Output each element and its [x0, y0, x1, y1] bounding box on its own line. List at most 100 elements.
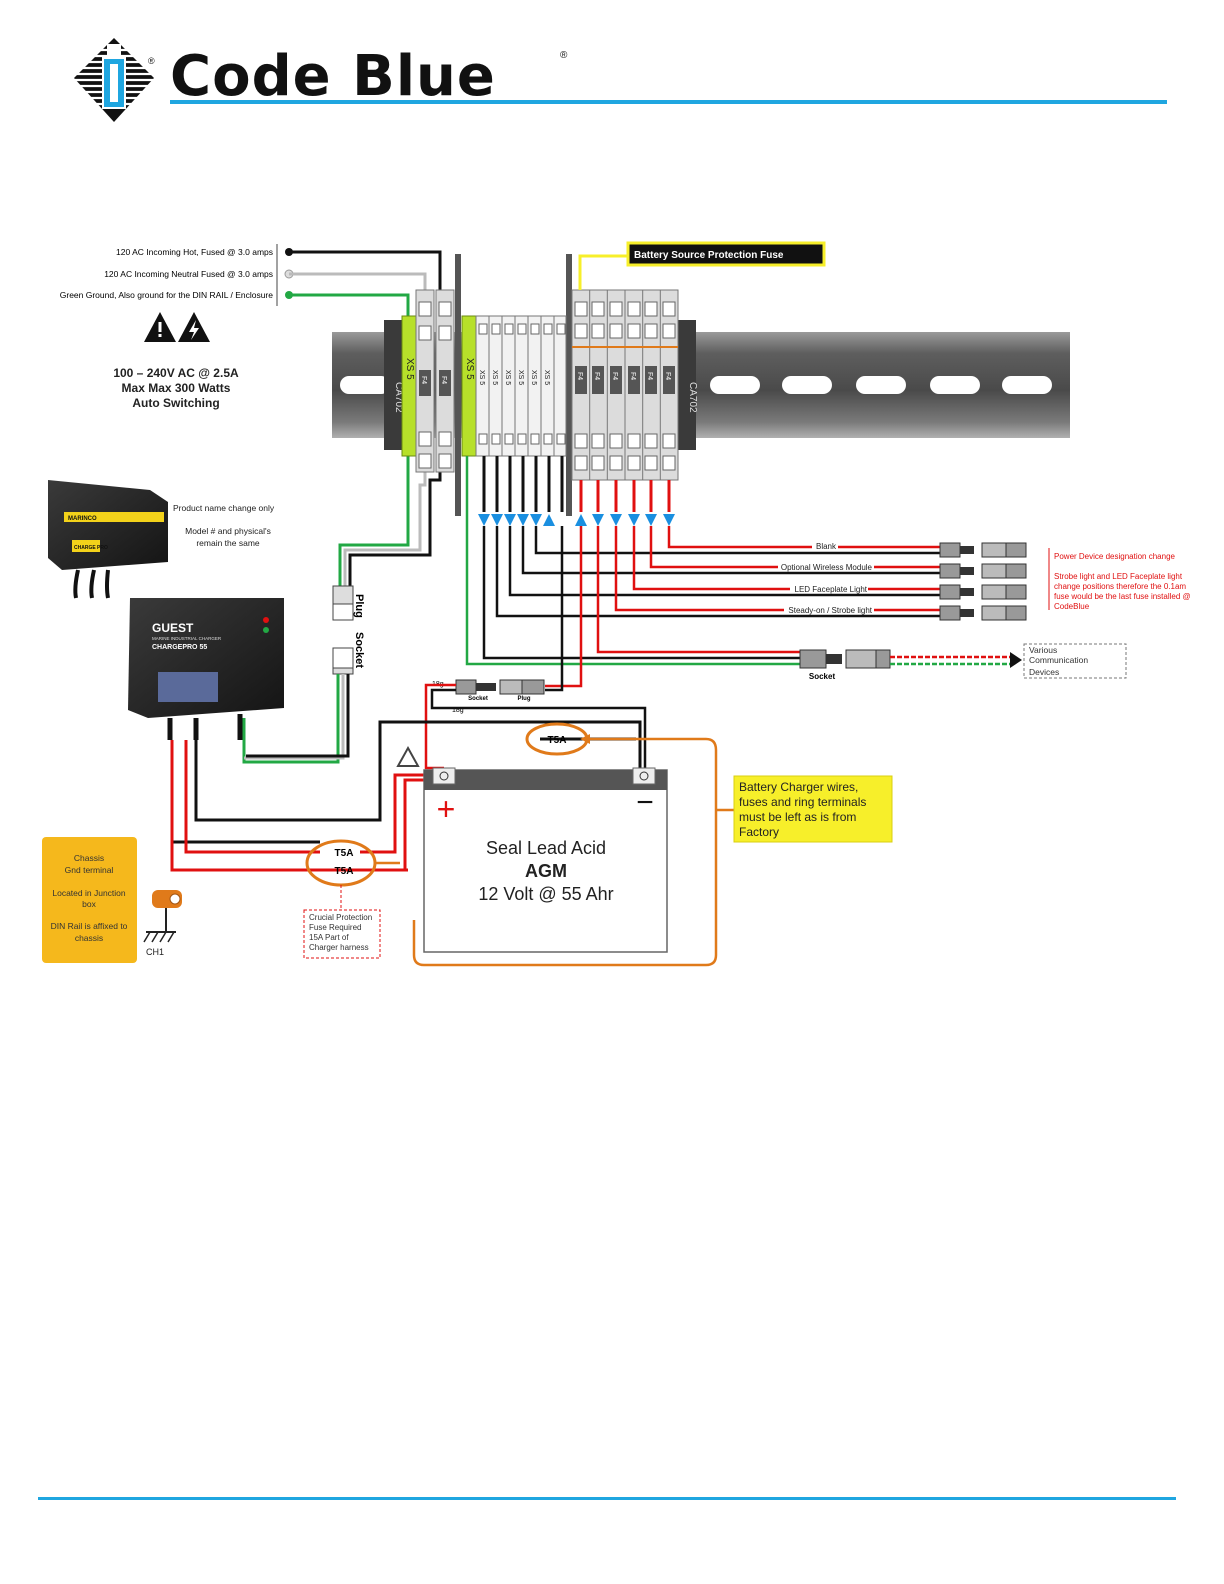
svg-text:Strobe light and LED Faceplate: Strobe light and LED Faceplate light [1054, 572, 1183, 581]
logo-area: ® Code Blue ® [70, 34, 1170, 130]
fuse-bottom-1: T5A [335, 848, 354, 859]
ac-fuse-terminals: F4 F4 [415, 289, 455, 473]
positive-fuse-terminals: F4 F4 F4 F4 F4 F4 [571, 289, 679, 481]
ground-terminal-2: XS 5 [461, 315, 477, 457]
svg-text:F4: F4 [664, 372, 671, 380]
svg-text:XS 5: XS 5 [491, 370, 498, 385]
battery-line-1: Seal Lead Acid [486, 838, 606, 858]
guest-charger-image: GUEST MARINE INDUSTRIAL CHARGER CHARGEPR… [128, 598, 284, 740]
svg-text:Battery Charger wires,: Battery Charger wires, [739, 780, 858, 794]
separator-plate-1 [455, 254, 461, 516]
comm-devices-box: Various Communication Devices [1023, 643, 1127, 679]
negative-terminal-block: XS 5 XS 5 XS 5 XS 5 XS 5 XS 5 [475, 315, 567, 457]
output-label-blank: Blank [816, 542, 837, 551]
end-clamp-left: CA702 [384, 320, 404, 450]
svg-text:CA702: CA702 [687, 382, 698, 413]
charger-battery-wires [170, 720, 642, 872]
svg-text:must be left as is from: must be left as is from [739, 810, 856, 824]
svg-text:CA702: CA702 [393, 382, 404, 413]
ac-input-labels: 120 AC Incoming Hot, Fused @ 3.0 amps 12… [60, 244, 294, 306]
svg-text:Socket: Socket [468, 696, 488, 702]
svg-text:DIN Rail is affixed to: DIN Rail is affixed to [51, 921, 128, 931]
battery: + − Seal Lead Acid AGM 12 Volt @ 55 Ahr [423, 767, 668, 953]
svg-text:fuse would be the last fuse in: fuse would be the last fuse installed @ [1054, 592, 1191, 601]
battery-negative: − [636, 786, 654, 819]
svg-text:remain the same: remain the same [196, 538, 260, 548]
power-spec-line-2: Max Max 300 Watts [122, 381, 231, 395]
svg-text:MARINE INDUSTRIAL CHARGER: MARINE INDUSTRIAL CHARGER [152, 636, 222, 641]
svg-text:chassis: chassis [75, 933, 103, 943]
output-label-wireless: Optional Wireless Module [781, 563, 873, 572]
chassis-ground-icon: CH1 [143, 890, 182, 957]
svg-text:Chassis: Chassis [74, 853, 104, 863]
warning-icon [144, 312, 176, 342]
wiring-diagram: 120 AC Incoming Hot, Fused @ 3.0 amps 12… [42, 241, 1191, 967]
separator-plate-2 [566, 254, 572, 516]
svg-text:Charger harness: Charger harness [309, 943, 369, 952]
svg-text:CHARGEPRO 55: CHARGEPRO 55 [152, 644, 207, 651]
end-clamp-right: CA702 [678, 320, 698, 450]
svg-text:Power Device designation chang: Power Device designation change [1054, 552, 1176, 561]
svg-text:XS 5: XS 5 [504, 370, 511, 385]
svg-text:Crucial Protection: Crucial Protection [309, 913, 372, 922]
comm-connector: Socket [799, 649, 1022, 681]
ac-ground-label: Green Ground, Also ground for the DIN RA… [60, 290, 274, 300]
svg-text:box: box [82, 899, 96, 909]
fuse-bottom-2: T5A [335, 866, 354, 877]
charger-wires-note: Battery Charger wires, fuses and ring te… [733, 775, 893, 843]
svg-text:F4: F4 [576, 372, 583, 380]
svg-text:Plug: Plug [518, 696, 531, 702]
svg-text:Model # and physical's: Model # and physical's [185, 526, 271, 536]
logo-registered-mark: ® [148, 56, 155, 66]
svg-text:Communication: Communication [1029, 655, 1088, 665]
svg-text:Fuse Required: Fuse Required [309, 923, 361, 932]
svg-text:F4: F4 [629, 372, 636, 380]
ac-plug-socket: Plug Socket [332, 585, 365, 675]
svg-text:15A Part of: 15A Part of [309, 933, 349, 942]
electric-hazard-icon [178, 312, 210, 342]
svg-text:Gnd terminal: Gnd terminal [65, 865, 114, 875]
device-note: Power Device designation change Strobe l… [1048, 548, 1191, 611]
brand-registered-mark: ® [560, 50, 568, 61]
ac-neutral-label: 120 AC Incoming Neutral Fused @ 3.0 amps [104, 269, 273, 279]
power-spec-line-1: 100 – 240V AC @ 2.5A [113, 366, 239, 380]
svg-text:XS 5: XS 5 [404, 358, 415, 380]
plug-label: Plug [353, 594, 365, 618]
svg-text:MARINCO: MARINCO [68, 516, 97, 522]
charger-ac-wires [242, 674, 350, 764]
battery-line-3: 12 Volt @ 55 Ahr [478, 884, 613, 904]
svg-text:F4: F4 [611, 372, 618, 380]
wire-connectors [478, 514, 675, 526]
output-labels: Blank Optional Wireless Module LED Facep… [778, 541, 874, 615]
svg-text:Battery Source Protection Fuse: Battery Source Protection Fuse [634, 250, 784, 261]
brand-name: Code Blue [170, 44, 496, 109]
svg-text:XS 5: XS 5 [464, 358, 475, 380]
code-blue-logo-icon [74, 38, 154, 122]
svg-text:Various: Various [1029, 645, 1057, 655]
output-connectors [939, 542, 1027, 621]
marinco-charger-image: MARINCO CHARGE PRO [48, 480, 168, 599]
output-label-faceplate: LED Faceplate Light [795, 585, 868, 594]
crucial-fuse-note: Crucial Protection Fuse Required 15A Par… [303, 885, 381, 959]
charger-notes: Product name change only Model # and phy… [173, 503, 275, 548]
svg-text:F4: F4 [593, 372, 600, 380]
svg-text:T5A: T5A [335, 848, 354, 859]
svg-text:F4: F4 [420, 376, 427, 384]
factory-callout-lines [375, 737, 734, 967]
battery-line-2: AGM [525, 861, 567, 881]
svg-text:T5A: T5A [335, 866, 354, 877]
power-spec: 100 – 240V AC @ 2.5A Max Max 300 Watts A… [113, 366, 239, 410]
ac-wires [289, 250, 442, 590]
svg-text:fuses and ring terminals: fuses and ring terminals [739, 795, 866, 809]
battery-warning-icon [396, 745, 420, 767]
svg-text:T5A: T5A [548, 735, 567, 746]
charger-note-1: Product name change only [173, 503, 275, 513]
svg-text:F4: F4 [646, 372, 653, 380]
ground-terminal-1: XS 5 [401, 315, 417, 457]
chassis-label: CH1 [146, 947, 164, 957]
svg-text:change positions therefore the: change positions therefore the 0.1am [1054, 582, 1186, 591]
wire-gauge-label-2: 18g [452, 707, 464, 714]
terminal-drop-wires [482, 456, 671, 512]
socket-label: Socket [353, 632, 365, 668]
svg-text:XS 5: XS 5 [543, 370, 550, 385]
